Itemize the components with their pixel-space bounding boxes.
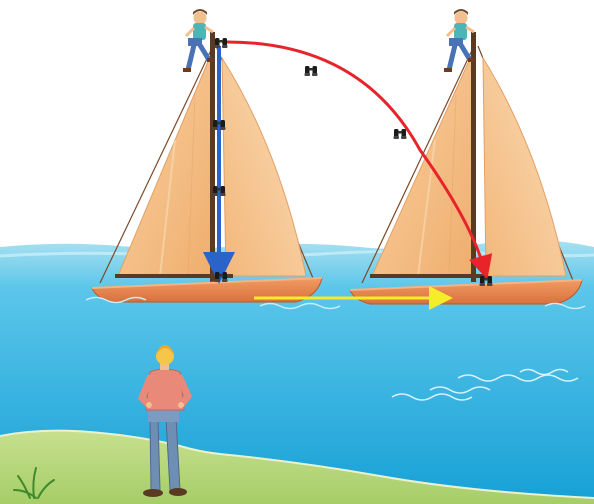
mast [210,32,215,282]
